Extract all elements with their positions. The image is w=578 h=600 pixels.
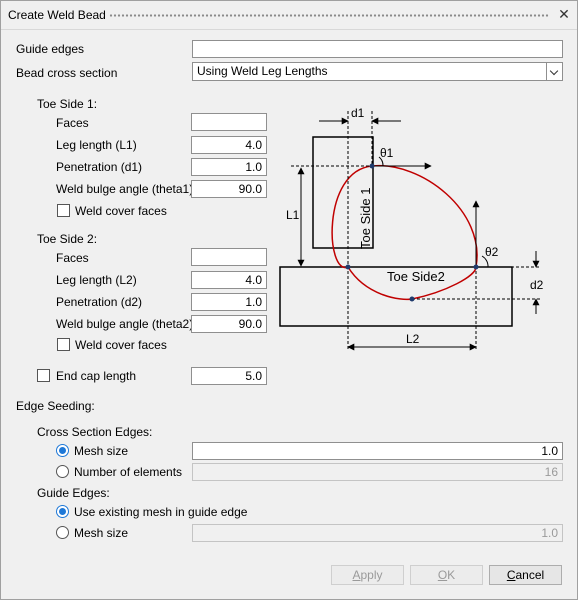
toe2-penetration-input[interactable]: 1.0 (191, 293, 267, 311)
toe1-penetration-label: Penetration (d1) (56, 160, 143, 174)
drag-grip[interactable] (109, 13, 549, 18)
apply-button[interactable]: Apply (331, 565, 404, 585)
edge-seeding-heading: Edge Seeding: (16, 399, 95, 413)
apply-label: pply (360, 568, 383, 582)
ok-mnemonic: O (437, 568, 448, 582)
guide-edges-label: Guide edges (16, 42, 85, 56)
toe1-weld-cover-checkbox[interactable] (57, 204, 70, 217)
end-cap-checkbox[interactable] (37, 369, 50, 382)
toe2-weld-cover-checkbox[interactable] (57, 338, 70, 351)
toe2-faces-label: Faces (56, 251, 89, 265)
ge-use-existing-label: Use existing mesh in guide edge (74, 505, 248, 519)
toe2-faces-input[interactable] (191, 248, 267, 266)
toe1-leg-length-input[interactable]: 4.0 (191, 136, 267, 154)
toe2-bulge-angle-input[interactable]: 90.0 (191, 315, 267, 333)
guide-edges-input[interactable] (192, 40, 563, 58)
toe1-leg-length-label: Leg length (L1) (56, 138, 137, 152)
chevron-down-icon[interactable] (546, 63, 562, 80)
cs-num-elements-input[interactable]: 16 (192, 463, 563, 481)
cancel-label: ancel (515, 568, 545, 582)
bead-cross-section-value: Using Weld Leg Lengths (197, 64, 328, 78)
toe1-bulge-angle-label: Weld bulge angle (theta1) (56, 182, 194, 196)
end-cap-label: End cap length (56, 369, 137, 383)
guide-edges-heading: Guide Edges: (37, 486, 110, 500)
close-icon[interactable]: ✕ (558, 6, 570, 22)
theta2-arc (481, 255, 489, 268)
cancel-button[interactable]: Cancel (489, 565, 562, 585)
toe2-bulge-angle-label: Weld bulge angle (theta2) (56, 317, 194, 331)
toe1-bulge-angle-input[interactable]: 90.0 (191, 180, 267, 198)
d2-label: d2 (530, 278, 544, 292)
toe1-faces-input[interactable] (191, 113, 267, 131)
toe-side2-label: Toe Side2 (387, 269, 445, 284)
cs-mesh-size-label: Mesh size (74, 444, 129, 458)
toe1-penetration-input[interactable]: 1.0 (191, 158, 267, 176)
toe2-weld-cover-label: Weld cover faces (75, 338, 167, 352)
toe-point-2 (473, 264, 479, 270)
theta1-arc (378, 156, 384, 167)
toe-side-2-heading: Toe Side 2: (37, 232, 98, 246)
ge-mesh-size-label: Mesh size (74, 526, 129, 540)
dialog-title: Create Weld Bead (8, 8, 106, 22)
weld-bead-diagram: d1 θ1 L1 Toe Side 1 Toe Side2 θ2 d2 L2 (279, 106, 544, 351)
l2-label: L2 (406, 332, 420, 346)
theta1-label: θ1 (380, 146, 394, 160)
penetration-point (409, 296, 415, 302)
toe2-leg-length-label: Leg length (L2) (56, 273, 137, 287)
title-separator (1, 29, 577, 30)
ok-button[interactable]: OK (410, 565, 483, 585)
title-bar[interactable]: Create Weld Bead ✕ (1, 1, 577, 29)
horizontal-plate (279, 266, 513, 327)
theta2-label: θ2 (485, 245, 499, 259)
root-point (345, 264, 351, 270)
toe2-penetration-label: Penetration (d2) (56, 295, 143, 309)
cross-section-edges-heading: Cross Section Edges: (37, 425, 153, 439)
d1-label: d1 (351, 106, 365, 120)
toe2-leg-length-input[interactable]: 4.0 (191, 271, 267, 289)
cs-mesh-size-input[interactable]: 1.0 (192, 442, 563, 460)
ge-use-existing-radio[interactable] (56, 505, 69, 518)
toe1-weld-cover-label: Weld cover faces (75, 204, 167, 218)
cs-num-elements-radio[interactable] (56, 465, 69, 478)
ge-mesh-size-radio[interactable] (56, 526, 69, 539)
ok-label: K (447, 568, 456, 582)
toe1-faces-label: Faces (56, 116, 89, 130)
l1-label: L1 (286, 208, 300, 222)
toe-side1-label: Toe Side 1 (358, 188, 373, 249)
cs-num-elements-label: Number of elements (74, 465, 183, 479)
end-cap-input[interactable]: 5.0 (191, 367, 267, 385)
vertical-plate (312, 136, 374, 249)
bead-cross-section-label: Bead cross section (16, 66, 118, 80)
toe-side-1-heading: Toe Side 1: (37, 97, 98, 111)
cs-mesh-size-radio[interactable] (56, 444, 69, 457)
ge-mesh-size-input[interactable]: 1.0 (192, 524, 563, 542)
toe-point-1 (369, 163, 375, 169)
cancel-mnemonic: C (506, 568, 516, 582)
bead-cross-section-select[interactable]: Using Weld Leg Lengths (192, 62, 563, 81)
apply-mnemonic: A (352, 568, 361, 582)
